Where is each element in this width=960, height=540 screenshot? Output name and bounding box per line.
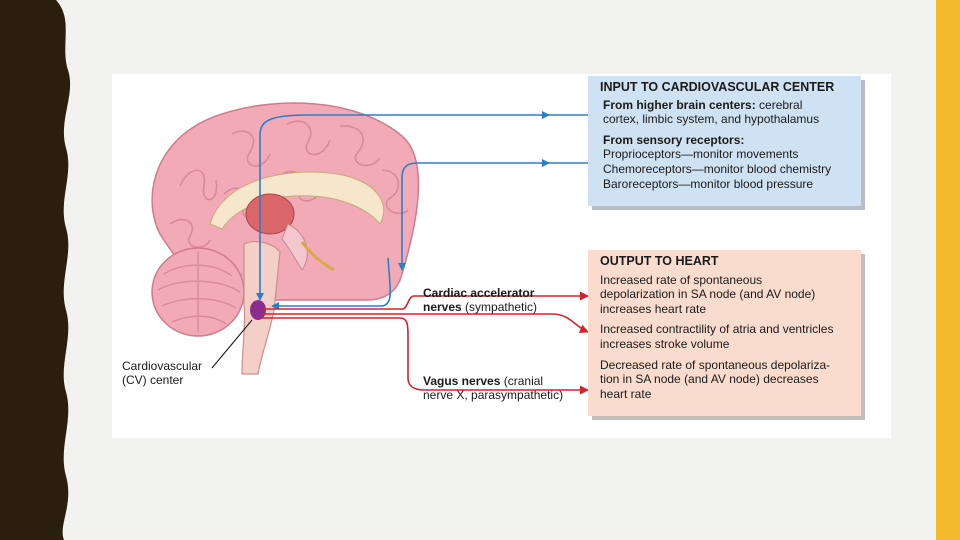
- cv-center-dot: [250, 300, 266, 320]
- vagus-nerves-label: Vagus nerves (cranial nerve X, parasympa…: [423, 374, 563, 402]
- output-line: depolarization in SA node (and AV node): [600, 287, 853, 302]
- group-title: From higher brain centers:: [603, 98, 756, 112]
- output-box: OUTPUT TO HEART Increased rate of sponta…: [588, 250, 861, 416]
- decorative-wavy-border: [0, 0, 80, 540]
- label-text: (sympathetic): [462, 300, 537, 314]
- cardiovascular-center-diagram: INPUT TO CARDIOVASCULAR CENTER From high…: [112, 74, 891, 438]
- group-title-suffix: cerebral: [756, 98, 803, 112]
- label-text: nerves: [423, 300, 462, 314]
- group-line: Baroreceptors—monitor blood pressure: [603, 177, 853, 192]
- output-item-vagus-rate: Decreased rate of spontaneous depolariza…: [600, 358, 853, 402]
- decorative-stripe: [936, 0, 960, 540]
- group-line: cortex, limbic system, and hypothalamus: [603, 112, 853, 127]
- output-line: Decreased rate of spontaneous depolariza…: [600, 358, 853, 373]
- input-box: INPUT TO CARDIOVASCULAR CENTER From high…: [588, 76, 861, 206]
- output-line: Increased rate of spontaneous: [600, 273, 853, 288]
- output-line: Increased contractility of atria and ven…: [600, 322, 853, 337]
- output-line: heart rate: [600, 387, 853, 402]
- output-box-title: OUTPUT TO HEART: [600, 254, 853, 269]
- group-line: Proprioceptors—monitor movements: [603, 147, 853, 162]
- group-line: Chemoreceptors—monitor blood chemistry: [603, 162, 853, 177]
- red-arrow-sympathetic-bottom: [262, 314, 588, 332]
- output-line: increases heart rate: [600, 302, 853, 317]
- input-box-title: INPUT TO CARDIOVASCULAR CENTER: [600, 80, 853, 95]
- label-text: Vagus nerves: [423, 374, 500, 388]
- group-title: From sensory receptors:: [603, 133, 853, 148]
- output-item-sympathetic-rate: Increased rate of spontaneous depolariza…: [600, 273, 853, 317]
- cv-center-label: Cardiovascular (CV) center: [122, 359, 202, 387]
- label-text: (CV) center: [122, 373, 202, 387]
- cerebellum-illustration: [152, 248, 244, 336]
- input-group-sensory: From sensory receptors: Proprioceptors—m…: [600, 133, 853, 191]
- label-text: (cranial: [500, 374, 543, 388]
- blue-arrow-sensory-arrow: [402, 163, 542, 270]
- cardiac-accelerator-label: Cardiac accelerator nerves (sympathetic): [423, 286, 537, 314]
- output-line: tion in SA node (and AV node) decreases: [600, 372, 853, 387]
- label-text: nerve X, parasympathetic): [423, 388, 563, 402]
- label-text: Cardiovascular: [122, 359, 202, 373]
- output-item-contractility: Increased contractility of atria and ven…: [600, 322, 853, 351]
- output-line: increases stroke volume: [600, 337, 853, 352]
- input-group-higher-centers: From higher brain centers: cerebral cort…: [600, 98, 853, 127]
- label-text: Cardiac accelerator: [423, 286, 534, 300]
